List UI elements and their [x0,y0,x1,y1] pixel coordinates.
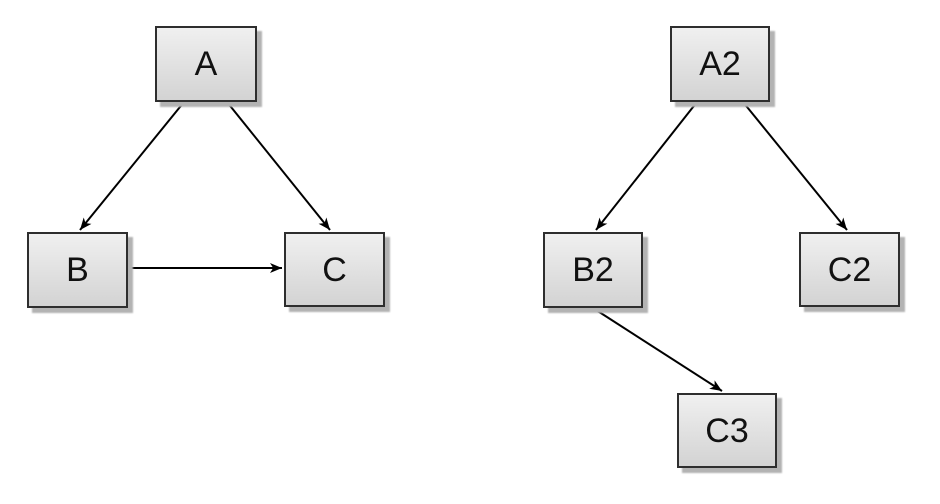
node-label-A2: A2 [699,45,741,83]
node-A2[interactable]: A2 [670,26,770,102]
node-B2[interactable]: B2 [543,232,643,308]
node-label-C3: C3 [705,411,749,450]
node-B[interactable]: B [27,232,128,308]
edge-A2-to-B2[interactable] [595,101,698,231]
node-label-C: C [322,250,347,289]
node-A[interactable]: A [155,26,257,102]
node-C3[interactable]: C3 [677,393,777,468]
edge-group [79,101,848,392]
node-label-A: A [194,45,218,83]
node-label-B2: B2 [572,251,614,289]
edge-B2-to-C3[interactable] [592,307,723,392]
node-label-B: B [66,251,89,289]
edge-A2-to-C2[interactable] [742,101,848,231]
edge-A-to-C[interactable] [226,101,331,231]
node-C[interactable]: C [284,232,385,307]
node-label-C2: C2 [827,250,872,289]
node-C2[interactable]: C2 [799,232,900,307]
edge-A-to-B[interactable] [79,101,185,231]
